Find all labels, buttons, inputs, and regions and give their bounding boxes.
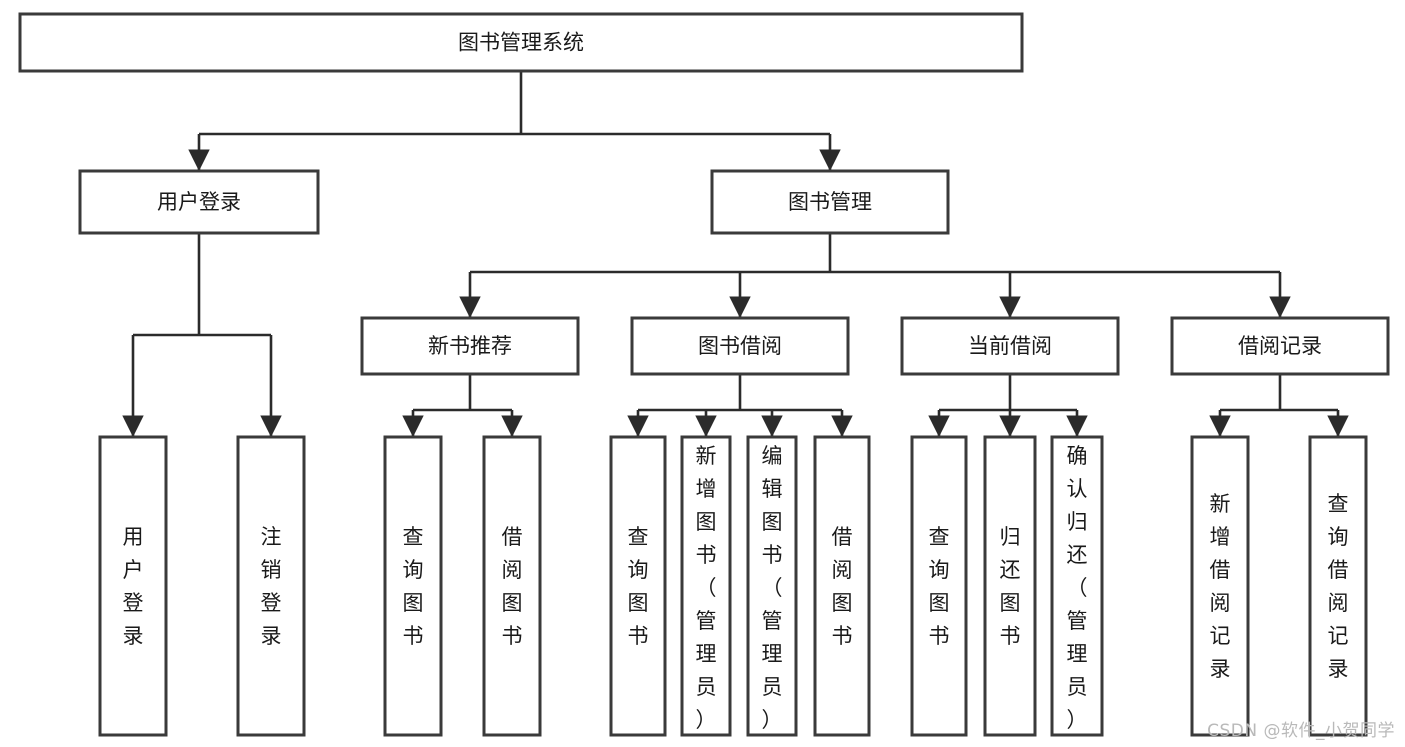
node-label-user-login: 用户登录 <box>157 190 241 214</box>
node-leaf-user-login[interactable]: 用户登录 <box>98 435 168 737</box>
node-box-leaf-rec-add-record <box>1190 435 1250 737</box>
node-label-leaf-cur-return-book: 归还图书 <box>1000 525 1021 648</box>
node-label-book-borrow: 图书借阅 <box>698 334 782 358</box>
node-label-new-book-rec: 新书推荐 <box>428 334 512 358</box>
node-leaf-cur-return-book[interactable]: 归还图书 <box>983 435 1037 737</box>
node-label-leaf-cur-confirm-return: 确认归还（管理员） <box>1067 444 1088 732</box>
node-label-leaf-borrow-query-book: 查询图书 <box>628 525 649 648</box>
node-boxes: 图书管理系统用户登录图书管理新书推荐图书借阅当前借阅借阅记录用户登录注销登录查询… <box>18 12 1390 737</box>
node-root[interactable]: 图书管理系统 <box>18 12 1024 73</box>
node-box-leaf-rec-borrow-book <box>482 435 542 737</box>
node-borrow-record[interactable]: 借阅记录 <box>1170 316 1390 376</box>
node-box-current-borrow <box>900 316 1120 376</box>
node-label-leaf-rec-query-book: 查询图书 <box>403 525 424 648</box>
node-label-leaf-borrow-edit-book: 编辑图书（管理员） <box>762 444 783 732</box>
node-box-leaf-user-logout <box>236 435 306 737</box>
node-label-leaf-user-login: 用户登录 <box>123 525 144 648</box>
node-box-leaf-cur-query-book <box>910 435 968 737</box>
node-box-leaf-borrow-query-book <box>609 435 667 737</box>
connector-links <box>122 71 1349 437</box>
node-box-leaf-rec-query-record <box>1308 435 1368 737</box>
node-box-book-manage <box>710 169 950 235</box>
node-leaf-user-logout[interactable]: 注销登录 <box>236 435 306 737</box>
node-box-leaf-borrow-borrow-book <box>813 435 871 737</box>
node-box-leaf-rec-query-book <box>383 435 443 737</box>
node-box-leaf-cur-return-book <box>983 435 1037 737</box>
node-box-leaf-borrow-edit-book <box>746 435 798 737</box>
node-label-book-manage: 图书管理 <box>788 190 872 214</box>
node-leaf-rec-borrow-book[interactable]: 借阅图书 <box>482 435 542 737</box>
node-label-root: 图书管理系统 <box>458 31 584 55</box>
node-user-login[interactable]: 用户登录 <box>78 169 320 235</box>
node-label-leaf-rec-add-record: 新增借阅记录 <box>1210 492 1231 681</box>
node-box-leaf-borrow-add-book <box>680 435 732 737</box>
node-new-book-rec[interactable]: 新书推荐 <box>360 316 580 376</box>
node-leaf-rec-query-record[interactable]: 查询借阅记录 <box>1308 435 1368 737</box>
node-box-user-login <box>78 169 320 235</box>
node-leaf-borrow-borrow-book[interactable]: 借阅图书 <box>813 435 871 737</box>
node-leaf-rec-add-record[interactable]: 新增借阅记录 <box>1190 435 1250 737</box>
node-leaf-cur-query-book[interactable]: 查询图书 <box>910 435 968 737</box>
watermark-credit: CSDN @软件_小贺同学 <box>1207 721 1395 741</box>
node-box-borrow-record <box>1170 316 1390 376</box>
node-box-leaf-cur-confirm-return <box>1050 435 1104 737</box>
node-label-borrow-record: 借阅记录 <box>1238 334 1322 358</box>
node-leaf-cur-confirm-return[interactable]: 确认归还（管理员） <box>1050 435 1104 737</box>
node-label-current-borrow: 当前借阅 <box>968 334 1052 358</box>
node-label-leaf-borrow-add-book: 新增图书（管理员） <box>696 444 717 732</box>
node-leaf-borrow-edit-book[interactable]: 编辑图书（管理员） <box>746 435 798 737</box>
node-box-leaf-user-login <box>98 435 168 737</box>
node-current-borrow[interactable]: 当前借阅 <box>900 316 1120 376</box>
node-leaf-rec-query-book[interactable]: 查询图书 <box>383 435 443 737</box>
node-label-leaf-borrow-borrow-book: 借阅图书 <box>832 525 853 648</box>
node-leaf-borrow-query-book[interactable]: 查询图书 <box>609 435 667 737</box>
node-label-leaf-cur-query-book: 查询图书 <box>929 525 950 648</box>
node-label-leaf-rec-query-record: 查询借阅记录 <box>1328 492 1349 681</box>
node-box-root <box>18 12 1024 73</box>
node-leaf-borrow-add-book[interactable]: 新增图书（管理员） <box>680 435 732 737</box>
node-book-manage[interactable]: 图书管理 <box>710 169 950 235</box>
node-label-leaf-user-logout: 注销登录 <box>261 525 282 648</box>
node-book-borrow[interactable]: 图书借阅 <box>630 316 850 376</box>
node-label-leaf-rec-borrow-book: 借阅图书 <box>502 525 523 648</box>
node-box-new-book-rec <box>360 316 580 376</box>
node-box-book-borrow <box>630 316 850 376</box>
